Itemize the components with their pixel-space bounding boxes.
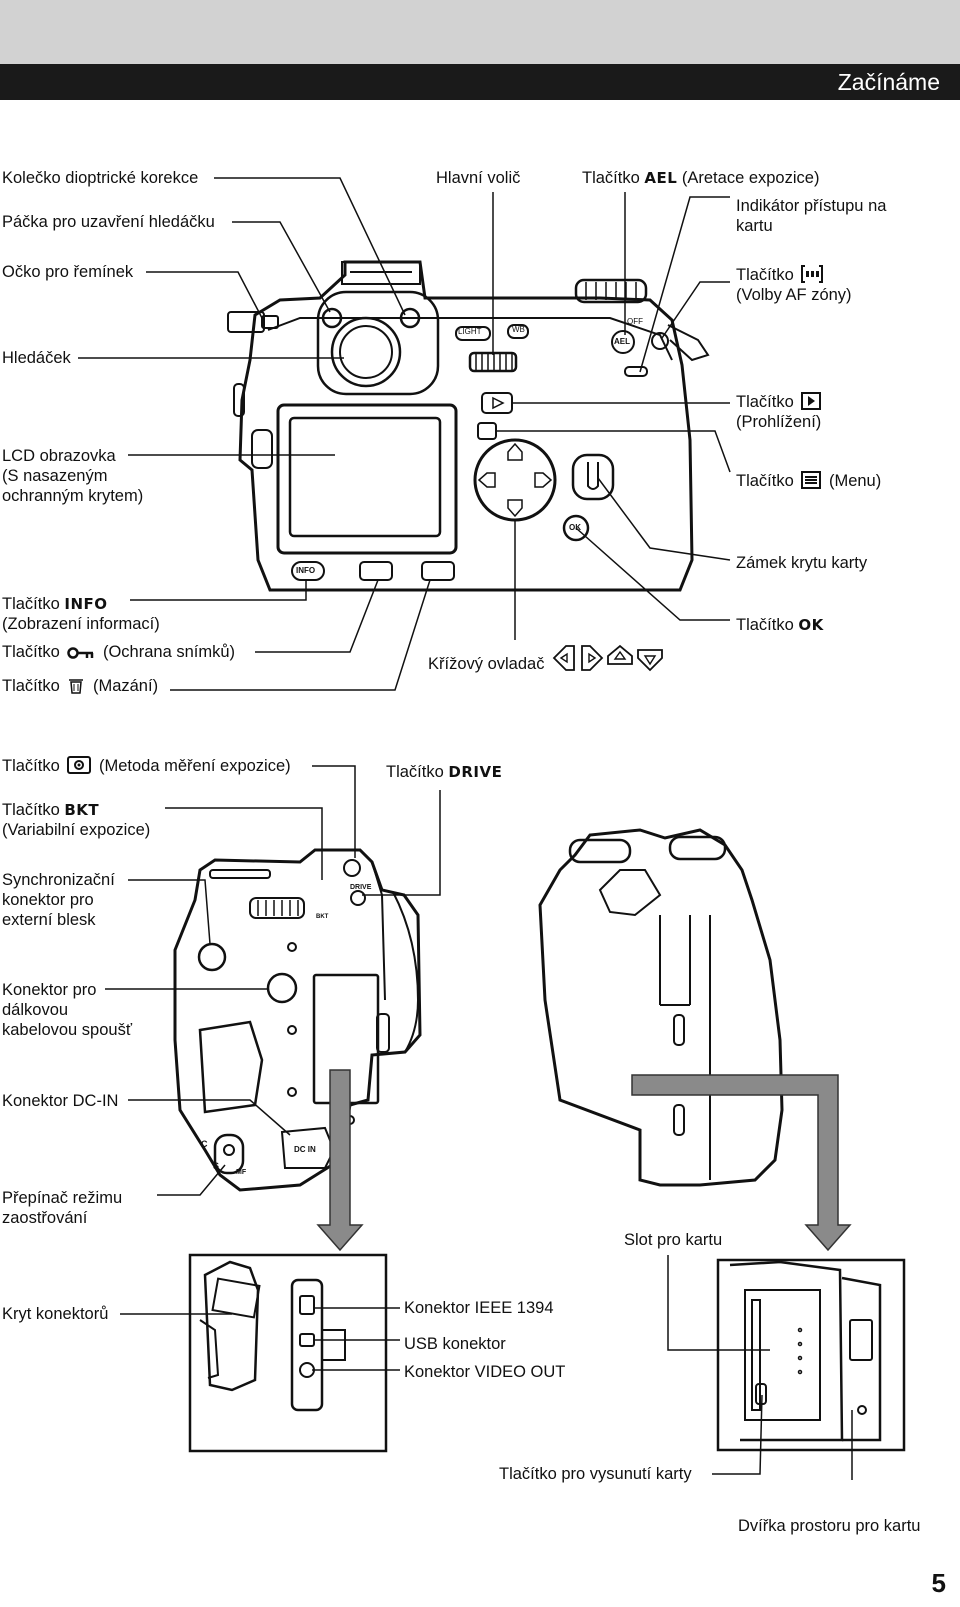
label-card-slot: Slot pro kartu — [624, 1231, 723, 1249]
label-viewfinder: Hledáček — [2, 349, 71, 367]
label-flash-sync: Synchronizační konektor pro externí bles… — [2, 871, 115, 929]
section-title: Začínáme — [837, 69, 940, 95]
label-metering-button: Tlačítko (Metoda měření expozice) — [2, 756, 291, 775]
label-drive-button: Tlačítko DRIVE — [386, 763, 503, 781]
label-video-out: Konektor VIDEO OUT — [404, 1363, 566, 1381]
wb-mark: WB — [512, 325, 525, 334]
camera-side-view — [173, 848, 422, 1192]
light-mark: LIGHT — [458, 327, 482, 336]
card-slot-detail-box — [716, 1258, 906, 1452]
label-remote-connector: Konektor pro dálkovou kabelovou spoušť — [2, 981, 133, 1039]
label-eyepiece-lever: Páčka pro uzavření hledáčku — [2, 213, 215, 231]
label-card-door: Dvířka prostoru pro kartu — [738, 1517, 921, 1535]
section-header-bar — [0, 64, 960, 100]
label-card-cover-lock: Zámek krytu karty — [736, 554, 868, 572]
playback-icon — [801, 392, 822, 410]
ok-button-mark: OK — [569, 523, 581, 532]
label-ok-button: Tlačítko OK — [736, 616, 824, 634]
label-connector-cover: Kryt konektorů — [2, 1305, 109, 1323]
off-mark: OFF — [627, 317, 643, 326]
label-bkt-button: Tlačítko BKT (Variabilní expozice) — [2, 801, 151, 839]
info-button-mark: INFO — [296, 566, 316, 575]
label-usb: USB konektor — [404, 1335, 506, 1353]
s-mark: S — [213, 1161, 220, 1171]
page-number: 5 — [931, 1568, 946, 1598]
label-protect-button: Tlačítko (Ochrana snímků) — [2, 643, 236, 661]
label-main-dial: Hlavní volič — [436, 169, 521, 187]
label-ael-button: Tlačítko AEL (Aretace expozice) — [582, 169, 820, 187]
label-playback-button: Tlačítko (Prohlížení) — [736, 392, 822, 431]
label-strap-eyelet: Očko pro řemínek — [2, 263, 134, 281]
protect-key-icon — [67, 647, 94, 659]
label-erase-button: Tlačítko (Mazání) — [2, 677, 159, 695]
label-af-area-button: Tlačítko (Volby AF zóny) — [736, 265, 852, 304]
side-view-leader-lines — [105, 765, 441, 1196]
dcin-mark: DC IN — [294, 1145, 316, 1154]
label-arrow-pad: Křížový ovladač — [428, 644, 667, 674]
big-downward-arrows — [316, 1069, 852, 1252]
camera-back-view — [227, 260, 710, 592]
label-focus-mode-switch: Přepínač režimu zaostřování — [2, 1189, 123, 1227]
top-gray-band — [0, 0, 960, 64]
c-mark: C — [201, 1139, 208, 1149]
label-card-access-lamp: Indikátor přístupu na kartu — [736, 197, 887, 235]
connector-detail-box — [188, 1253, 388, 1453]
erase-trash-icon — [69, 679, 84, 694]
af-area-icon — [801, 265, 824, 283]
label-lcd: LCD obrazovka (S nasazeným ochranným kry… — [2, 447, 144, 505]
menu-icon — [801, 471, 822, 489]
camera-right-side-view — [538, 828, 784, 1187]
top-view-leader-lines — [78, 177, 731, 691]
label-dcin-connector: Konektor DC-IN — [2, 1092, 119, 1110]
label-menu-button: Tlačítko (Menu) — [736, 471, 882, 490]
label-ieee1394: Konektor IEEE 1394 — [404, 1299, 554, 1317]
metering-icon — [67, 756, 92, 774]
arrow-pad-icons — [552, 644, 663, 672]
bkt-mark: BKT — [316, 914, 329, 920]
mf-mark: MF — [236, 1169, 247, 1176]
detail-right-leader-lines — [667, 1255, 853, 1480]
label-card-eject: Tlačítko pro vysunutí karty — [499, 1465, 692, 1483]
ael-button-mark: AEL — [614, 337, 630, 346]
label-diopter-wheel: Kolečko dioptrické korekce — [2, 169, 199, 187]
drive-mark: DRIVE — [350, 884, 372, 891]
label-info-button: Tlačítko INFO (Zobrazení informací) — [2, 595, 160, 633]
detail-left-leader-lines — [120, 1307, 400, 1371]
